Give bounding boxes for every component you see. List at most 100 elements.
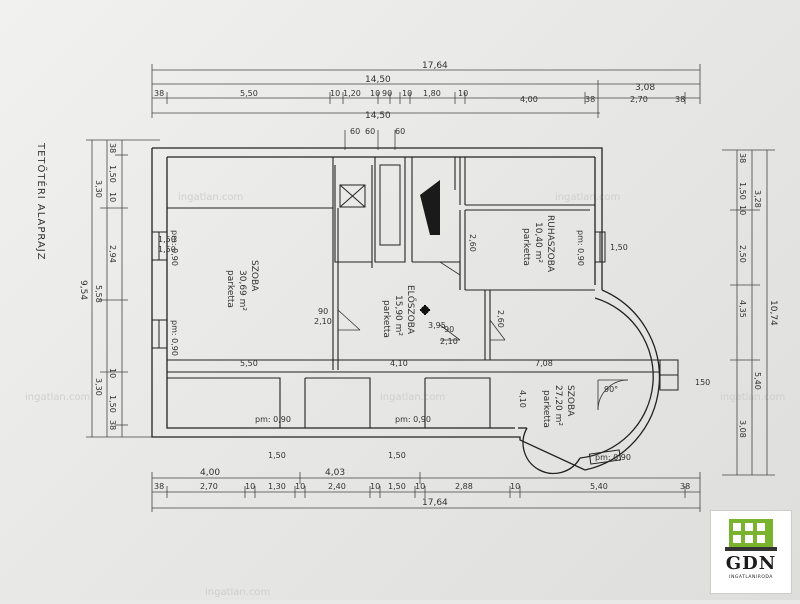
inner-dim: 1,50 <box>610 243 628 252</box>
dim-bottom-chain: 38 <box>154 482 164 491</box>
dim-top-chain: 2,70 <box>630 95 648 104</box>
logo-subtext: INGATLANIRODA <box>729 575 773 580</box>
top-dimension-lines <box>151 64 701 118</box>
room-area: 30,69 m² <box>237 270 247 311</box>
inner-dim: 5,50 <box>240 359 258 368</box>
left-dimension-lines <box>86 139 160 438</box>
room-name: SZOBA <box>249 260 259 292</box>
dim-top-chain: 4,00 <box>520 95 538 104</box>
dim-top-chain: 90 <box>382 89 392 98</box>
watermark: ingatlan.com <box>555 192 620 203</box>
dim-top-chain: 1,20 <box>343 89 361 98</box>
dim-bottom-chain: 10 <box>245 482 255 491</box>
inner-dim: 90 <box>318 307 328 316</box>
logo-text: GDN <box>725 553 777 574</box>
inner-dim: 4,10 <box>390 359 408 368</box>
dim-left-chain: 1,50 <box>108 165 117 183</box>
dim-left-chain: 3,30 <box>94 180 103 198</box>
dim-right-chain: 10 <box>738 205 747 215</box>
dim-top-chain: 38 <box>585 95 595 104</box>
dim-bottom-chain: 5,40 <box>590 482 608 491</box>
top-stubs <box>344 130 396 150</box>
dim-bottom-segment: 4,03 <box>325 468 345 478</box>
dim-top-lower: 14,50 <box>365 111 391 121</box>
dim-top-chain: 10 <box>458 89 468 98</box>
window-label: pm: 0,90 <box>170 320 179 356</box>
window-label: pm: 0,90 <box>255 415 291 424</box>
dim-right-chain: 5,40 <box>753 372 762 390</box>
inner-dim: 7,08 <box>535 359 553 368</box>
dim-right-chain: 3,08 <box>738 420 747 438</box>
watermark: ingatlan.com <box>205 587 270 598</box>
window-label: pm: 0,90 <box>170 230 179 266</box>
watermark: ingatlan.com <box>380 392 445 403</box>
inner-dim: 3,95 <box>428 321 446 330</box>
room-eloszoba: ELŐSZOBA 15,90 m² parketta <box>381 285 416 338</box>
room-szoba-1: SZOBA 30,69 m² parketta <box>225 260 259 311</box>
stub-label: 60 <box>395 127 405 136</box>
dim-left-chain: 2,94 <box>108 245 117 263</box>
dim-right-chain: 2,50 <box>738 245 747 263</box>
dim-bottom-segment: 4,00 <box>200 468 220 478</box>
window-label: pm: 0,90 <box>595 453 631 462</box>
agency-logo: GDN INGATLANIRODA <box>710 510 792 594</box>
interior-walls <box>167 157 660 428</box>
window-label: pm: 0,90 <box>395 415 431 424</box>
room-name: SZOBA <box>565 385 575 417</box>
dim-right-chain: 1,50 <box>738 182 747 200</box>
dim-bottom-overall: 17,64 <box>422 498 448 508</box>
dim-right-overall: 10,74 <box>768 300 778 326</box>
door-swings <box>337 261 629 411</box>
inner-dim: 1,50 <box>268 451 286 460</box>
dim-top-chain: 10 <box>330 89 340 98</box>
dim-left-overall: 9,54 <box>78 280 88 300</box>
dim-right-chain: 38 <box>738 153 747 163</box>
inner-dim: 4,10 <box>518 390 527 408</box>
dim-bottom-chain: 10 <box>295 482 305 491</box>
inner-dim: 2,10 <box>314 317 332 326</box>
room-floor: parketta <box>541 390 551 428</box>
inner-dim: 1,50 <box>388 451 406 460</box>
inner-dim: 1,50 <box>158 245 176 254</box>
room-floor: parketta <box>521 228 531 266</box>
inner-dim: 150 <box>695 378 710 387</box>
windows <box>151 231 679 465</box>
dim-left-chain: 10 <box>108 192 117 202</box>
stub-label: 60 <box>365 127 375 136</box>
room-name: RUHASZOBA <box>545 215 555 273</box>
dim-top-overall: 17,64 <box>422 61 448 71</box>
dim-left-chain: 5,58 <box>94 285 103 303</box>
dim-bottom-chain: 2,70 <box>200 482 218 491</box>
dim-bottom-chain: 10 <box>370 482 380 491</box>
inner-dimension-labels: pm: 0,90 1,50 1,50 5,50 4,10 7,08 90 2,1… <box>158 230 710 462</box>
room-area: 27,20 m² <box>553 385 563 426</box>
dim-left-chain: 3,30 <box>94 378 103 396</box>
inner-dim: 90° <box>604 385 618 394</box>
dim-left-chain: 38 <box>108 420 117 430</box>
inner-dim: 90 <box>444 325 454 334</box>
inner-dim: 2,60 <box>468 234 477 252</box>
room-ruhaszoba: RUHASZOBA 10,40 m² parketta <box>521 215 555 273</box>
room-szoba-2: SZOBA 27,20 m² parketta <box>541 385 575 428</box>
dim-top-chain: 5,50 <box>240 89 258 98</box>
inner-dim: 2,10 <box>440 337 458 346</box>
dim-left-chain: 1,50 <box>108 395 117 413</box>
watermark: ingatlan.com <box>25 392 90 403</box>
dim-top-mid: 14,50 <box>365 75 391 85</box>
dim-right-chain: 4,35 <box>738 300 747 318</box>
dim-bottom-chain: 10 <box>415 482 425 491</box>
dim-bottom-chain: 1,30 <box>268 482 286 491</box>
dim-top-chain: 10 <box>402 89 412 98</box>
dim-bottom-chain: 38 <box>680 482 690 491</box>
dim-bottom-chain: 2,40 <box>328 482 346 491</box>
room-floor: parketta <box>381 300 391 338</box>
room-floor: parketta <box>225 270 235 308</box>
room-area: 10,40 m² <box>533 222 543 263</box>
dim-bottom-chain: 1,50 <box>388 482 406 491</box>
inner-dim: 1,50 <box>158 235 176 244</box>
dim-left-chain: 38 <box>108 143 117 153</box>
room-area: 15,90 m² <box>393 295 403 336</box>
dim-bottom-chain: 10 <box>510 482 520 491</box>
